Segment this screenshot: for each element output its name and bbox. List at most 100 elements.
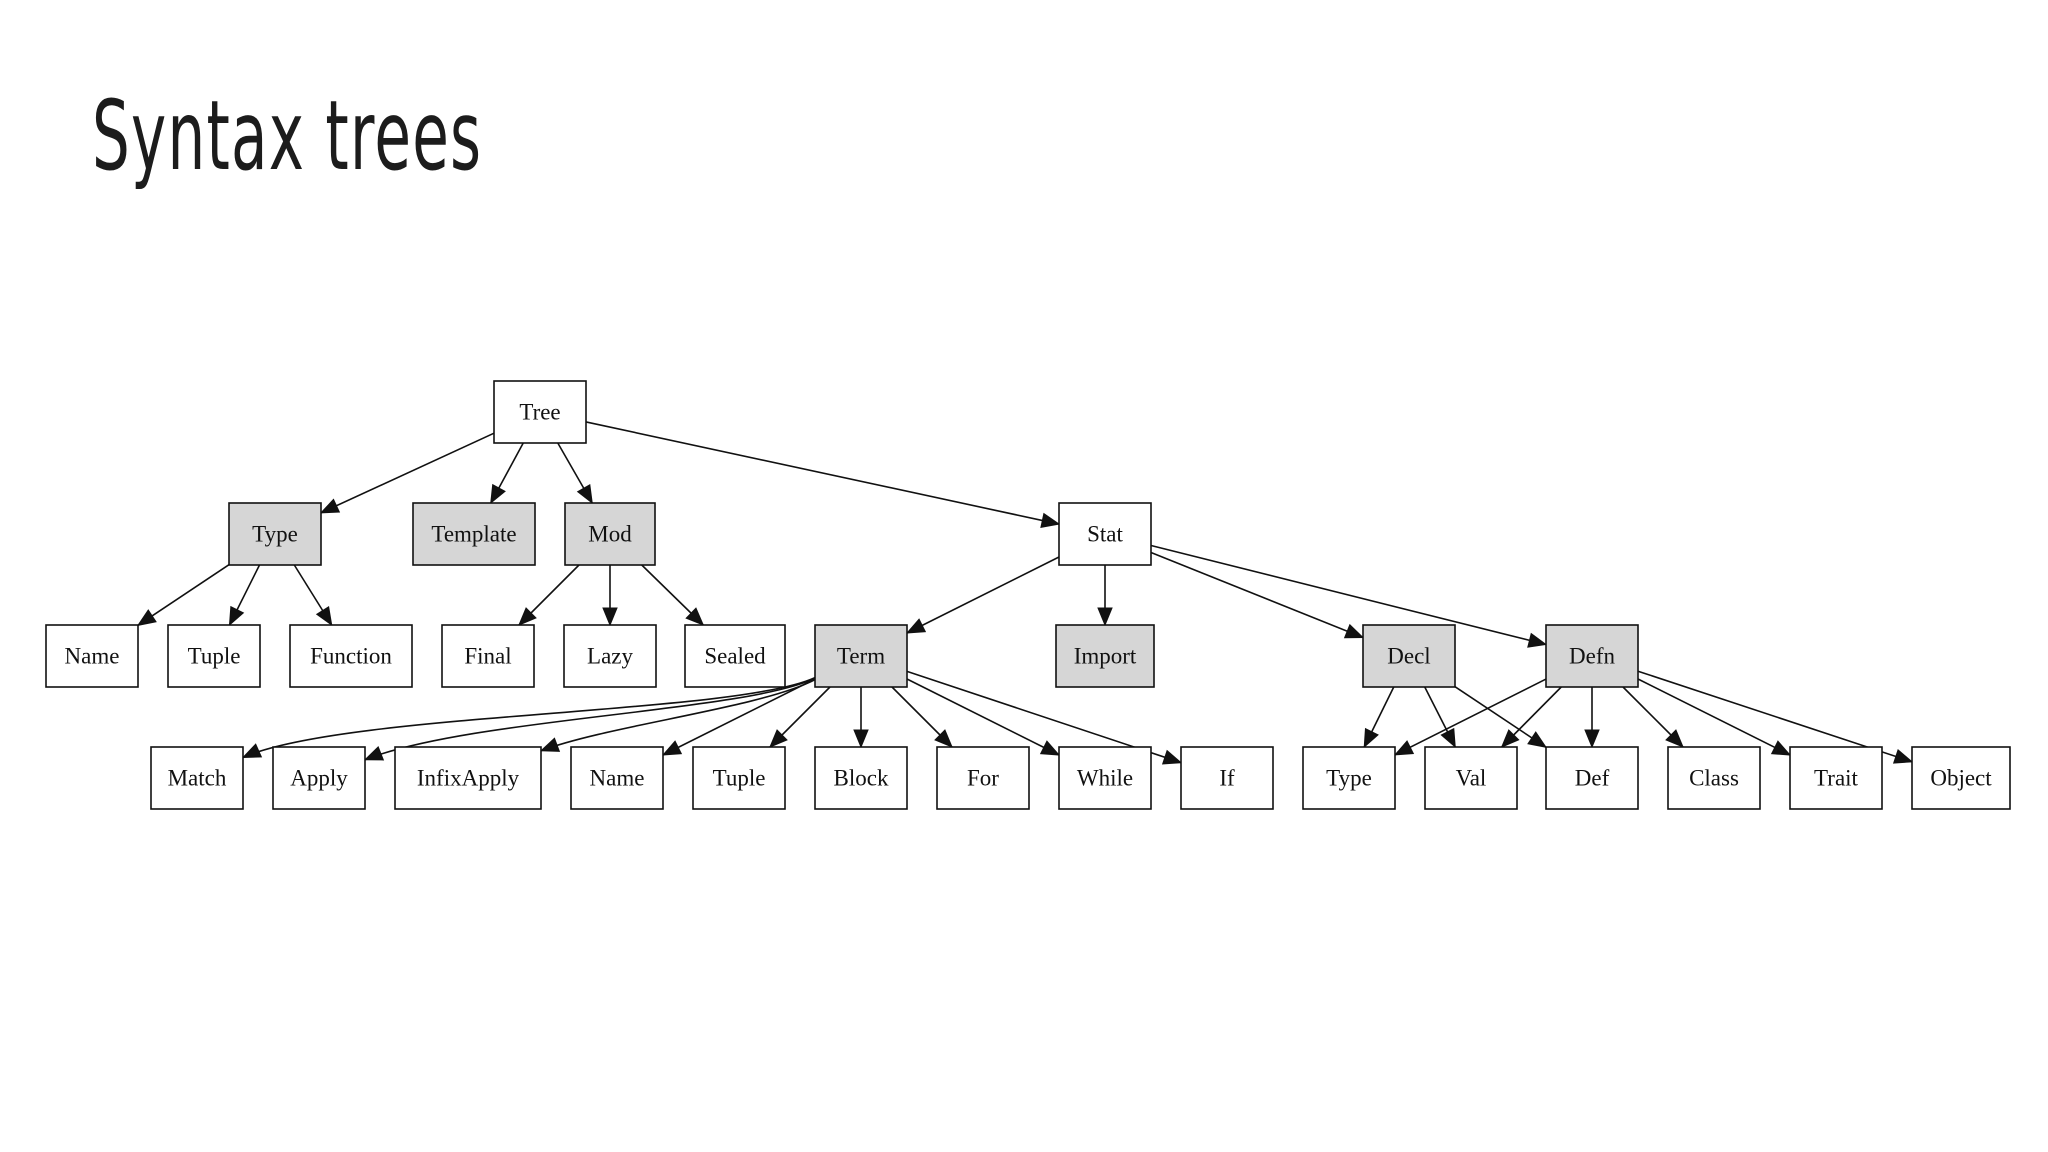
node-label: Def bbox=[1575, 766, 1610, 791]
edge-arrowhead bbox=[1097, 607, 1113, 627]
edge-arrowhead bbox=[1527, 731, 1548, 749]
node-mod: Mod bbox=[564, 502, 656, 566]
slide-title: Syntax trees bbox=[92, 80, 483, 192]
node-infixapply: InfixApply bbox=[394, 746, 542, 810]
edge-line bbox=[364, 677, 816, 761]
node-box bbox=[570, 746, 664, 810]
edge-arrowhead bbox=[685, 607, 705, 626]
node-sealed: Sealed bbox=[684, 624, 786, 688]
node-label: Sealed bbox=[704, 644, 766, 669]
node-box bbox=[45, 624, 139, 688]
edge-tree-to-stat bbox=[585, 421, 1061, 528]
node-lazy: Lazy bbox=[563, 624, 657, 688]
node-label: Class bbox=[1689, 766, 1739, 791]
edge-arrowhead bbox=[661, 740, 683, 756]
edge-arrowhead bbox=[1039, 740, 1061, 756]
edges-layer bbox=[136, 421, 1914, 765]
edge-defn-to-type2 bbox=[1393, 678, 1547, 756]
edge-line bbox=[906, 678, 1060, 756]
node-tuple2: Tuple bbox=[692, 746, 786, 810]
edge-stat-to-term bbox=[905, 556, 1060, 634]
edge-defn-to-val bbox=[1500, 686, 1562, 748]
edge-arrowhead bbox=[769, 729, 788, 748]
node-val: Val bbox=[1424, 746, 1518, 810]
node-label: Tree bbox=[519, 400, 560, 425]
node-box bbox=[564, 502, 656, 566]
edge-stat-to-import bbox=[1097, 565, 1113, 627]
node-box bbox=[814, 746, 908, 810]
node-label: Trait bbox=[1814, 766, 1858, 791]
node-label: Type bbox=[1326, 766, 1372, 791]
edge-type-to-name1 bbox=[136, 564, 230, 627]
node-while: While bbox=[1058, 746, 1152, 810]
edge-arrowhead bbox=[363, 746, 385, 761]
node-for: For bbox=[936, 746, 1030, 810]
edge-line bbox=[585, 421, 1060, 525]
node-label: For bbox=[967, 766, 999, 791]
node-type: Type bbox=[228, 502, 322, 566]
node-label: Import bbox=[1074, 644, 1137, 669]
node-label: If bbox=[1219, 766, 1235, 791]
edge-type-to-function bbox=[293, 564, 333, 627]
node-label: Tuple bbox=[713, 766, 766, 791]
node-tree: Tree bbox=[493, 380, 587, 444]
edge-line bbox=[1150, 551, 1364, 639]
edge-arrowhead bbox=[1161, 749, 1183, 765]
node-name1: Name bbox=[45, 624, 139, 688]
node-box bbox=[1424, 746, 1518, 810]
node-label: Name bbox=[65, 644, 120, 669]
edge-arrowhead bbox=[136, 609, 157, 627]
edge-decl-to-type2 bbox=[1363, 686, 1395, 749]
node-box bbox=[1911, 746, 2011, 810]
edge-arrowhead bbox=[602, 607, 618, 627]
edge-line bbox=[242, 676, 816, 759]
node-label: Mod bbox=[588, 522, 632, 547]
node-box bbox=[289, 624, 413, 688]
edge-arrowhead bbox=[539, 737, 561, 752]
node-name2: Name bbox=[570, 746, 664, 810]
node-box bbox=[1302, 746, 1396, 810]
node-box bbox=[441, 624, 535, 688]
node-box bbox=[150, 746, 244, 810]
edge-mod-to-final bbox=[518, 564, 580, 626]
node-label: Lazy bbox=[587, 644, 633, 669]
node-box bbox=[493, 380, 587, 444]
node-import: Import bbox=[1055, 624, 1155, 688]
node-defn: Defn bbox=[1545, 624, 1639, 688]
edge-arrowhead bbox=[1527, 632, 1548, 648]
edge-mod-to-lazy bbox=[602, 565, 618, 627]
edge-term-to-while bbox=[906, 678, 1061, 756]
node-box bbox=[1055, 624, 1155, 688]
node-label: While bbox=[1077, 766, 1133, 791]
node-box bbox=[1362, 624, 1456, 688]
edge-arrowhead bbox=[905, 618, 927, 634]
node-box bbox=[936, 746, 1030, 810]
node-decl: Decl bbox=[1362, 624, 1456, 688]
node-box bbox=[1058, 746, 1152, 810]
node-box bbox=[1058, 502, 1152, 566]
edge-term-to-tuple2 bbox=[769, 686, 831, 748]
node-box bbox=[394, 746, 542, 810]
edge-tree-to-type bbox=[319, 432, 495, 514]
node-block: Block bbox=[814, 746, 908, 810]
node-label: Term bbox=[837, 644, 885, 669]
node-box bbox=[1545, 624, 1639, 688]
node-class: Class bbox=[1667, 746, 1761, 810]
node-template: Template bbox=[412, 502, 536, 566]
edge-tree-to-mod bbox=[557, 442, 593, 505]
node-box bbox=[167, 624, 261, 688]
edge-line bbox=[137, 564, 230, 626]
node-label: Val bbox=[1456, 766, 1487, 791]
edge-arrowhead bbox=[934, 729, 953, 748]
node-label: Tuple bbox=[188, 644, 241, 669]
edge-arrowhead bbox=[1665, 729, 1684, 748]
edge-line bbox=[1394, 678, 1547, 756]
node-label: Object bbox=[1930, 766, 1992, 791]
edge-term-to-for bbox=[891, 686, 953, 748]
edge-defn-to-def bbox=[1584, 687, 1600, 749]
edge-arrowhead bbox=[1393, 740, 1415, 756]
node-final: Final bbox=[441, 624, 535, 688]
edge-arrowhead bbox=[1343, 623, 1365, 639]
